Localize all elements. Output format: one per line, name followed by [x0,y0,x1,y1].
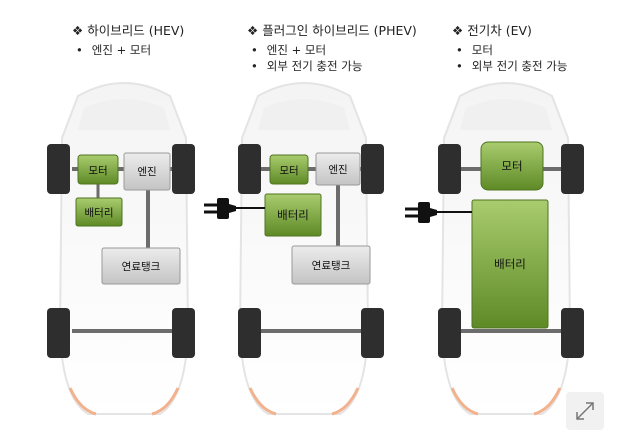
hev-bullet-1: 엔진 + 모터 [76,42,151,58]
tire [238,308,261,358]
expand-icon [576,402,594,420]
ev-bullets: 모터 외부 전기 충전 가능 [456,42,568,74]
plug-icon [405,202,472,223]
tire [47,144,70,194]
hev-engine [123,152,171,191]
ev-heading: ❖전기차 (EV) [452,23,532,38]
tire [172,144,195,194]
expand-button[interactable] [566,392,604,430]
ev-car: 모터 배터리 [438,82,584,416]
tire [438,308,461,358]
car-windshield [78,99,170,130]
phev-fuel-tank [291,245,371,285]
diamond-icon: ❖ [452,23,464,38]
tire [561,144,584,194]
hev-heading: ❖하이브리드 (HEV) [72,23,185,38]
phev-car: 모터 엔진 배터리 연료탱크 [238,82,384,416]
phev-fuel-tank-label: 연료탱크 [312,260,351,272]
tire [438,144,461,194]
tail-light [68,387,97,416]
phev-motor-label: 모터 [279,165,298,177]
hev-bullets: 엔진 + 모터 [76,42,151,58]
phev-motor [269,154,309,185]
ev-motor-label: 모터 [501,159,522,173]
phev-heading: ❖플러그인 하이브리드 (PHEV) [247,23,417,38]
tire [172,308,195,358]
diamond-icon: ❖ [247,23,259,38]
tire [361,144,384,194]
ev-bullet-2: 외부 전기 충전 가능 [456,58,568,74]
tire [361,308,384,358]
tire [47,308,70,358]
hev-battery [75,197,123,227]
tail-light [450,387,479,416]
hev-fuel-tank-label: 연료탱크 [122,261,161,273]
tail-light [533,387,562,416]
hev-fuel-tank [101,247,181,285]
phev-battery-label: 배터리 [277,208,309,222]
phev-bullet-2: 외부 전기 충전 가능 [251,58,363,74]
tail-light [331,387,360,416]
ev-battery-label: 배터리 [494,257,526,271]
diamond-icon: ❖ [72,23,84,38]
hev-motor-label: 모터 [88,165,107,177]
hev-engine-label: 엔진 [137,166,156,178]
phev-bullet-1: 엔진 + 모터 [251,42,362,58]
ev-battery [471,199,549,329]
car-windshield [460,99,552,130]
phev-battery [264,193,322,237]
tire [561,308,584,358]
ev-motor [480,141,544,191]
phev-engine [315,152,361,186]
plug-icon [204,198,265,219]
ev-bullet-1: 모터 [456,42,567,58]
hev-battery-label: 배터리 [85,207,114,219]
hev-car: 모터 엔진 배터리 연료탱크 [47,82,195,416]
tire [238,144,261,194]
phev-engine-label: 엔진 [328,164,347,176]
tail-light [151,387,180,416]
hev-motor [77,154,119,185]
tail-light [248,387,277,416]
phev-bullets: 엔진 + 모터 외부 전기 충전 가능 [251,42,363,74]
car-windshield [258,99,350,130]
